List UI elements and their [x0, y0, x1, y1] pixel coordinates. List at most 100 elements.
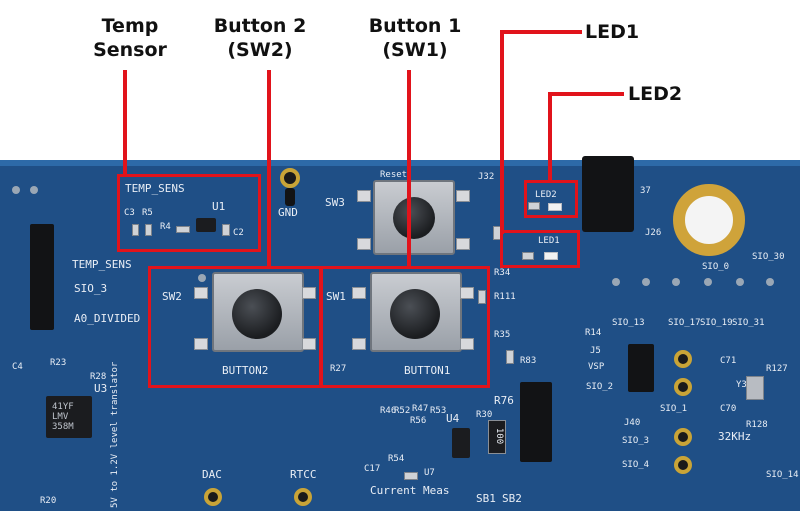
silk-r53: R53 — [430, 406, 447, 416]
reset-button-body[interactable] — [373, 180, 455, 255]
callout-line-led2-v — [548, 92, 552, 182]
silk-r34: R34 — [494, 268, 511, 278]
highlight-led1 — [500, 230, 580, 268]
silk-sio-19: SIO_19 — [700, 318, 733, 328]
silk-r46: R46 — [380, 406, 397, 416]
silk-r54: R54 — [388, 454, 405, 464]
silk-button1: BUTTON1 — [404, 364, 451, 377]
silk-u3: U3 — [94, 382, 108, 395]
silk-r30: R30 — [476, 410, 493, 420]
dac-pad — [204, 488, 222, 506]
solder-pad — [302, 287, 316, 299]
solder-pad — [460, 287, 474, 299]
gnd-post — [285, 188, 295, 206]
mounting-hole — [673, 184, 745, 256]
solder-pad — [302, 338, 316, 350]
sio-pin — [672, 278, 680, 286]
silk-r47: R47 — [412, 404, 429, 414]
header-left — [30, 224, 54, 330]
silk-sb2: SB2 — [502, 492, 522, 505]
silk-sio-4: SIO_4 — [622, 460, 650, 470]
callout-line-temp-sensor — [123, 70, 127, 176]
callout-temp-sensor-line2: Sensor — [93, 39, 167, 61]
solder-pad — [357, 238, 371, 250]
silk-r76: R76 — [494, 394, 514, 407]
silk-sio-31: SIO_31 — [732, 318, 765, 328]
silk-sio-14: SIO_14 — [766, 470, 799, 480]
sio-pin — [704, 278, 712, 286]
button2-body[interactable] — [212, 272, 304, 352]
silk-j32: J32 — [478, 172, 495, 182]
crystal-y3 — [746, 376, 764, 400]
header-two-pin — [582, 156, 634, 232]
silk-gnd: GND — [278, 206, 298, 219]
callout-button2: Button 2 (SW2) — [205, 14, 315, 62]
silk-sio-13: SIO_13 — [612, 318, 645, 328]
silk-sio-0: SIO_0 — [702, 262, 730, 272]
silk-resistor-100: 100 — [494, 427, 505, 445]
silk-r52: R52 — [394, 406, 411, 416]
silk-c17: C17 — [364, 464, 381, 474]
solder-pad — [357, 190, 371, 202]
silk-chip-mark: 41YF LMV 358M — [52, 402, 74, 432]
silk-button2: BUTTON2 — [222, 364, 269, 377]
silk-r127: R127 — [766, 364, 788, 374]
silk-sb1: SB1 — [476, 492, 496, 505]
silk-j26: J26 — [645, 228, 662, 238]
silk-a0-divided: A0_DIVIDED — [74, 312, 141, 325]
smd-part — [132, 224, 139, 236]
solder-pad — [352, 287, 366, 299]
silk-led1: LED1 — [538, 236, 560, 246]
smd-part — [506, 350, 514, 364]
callout-button2-line2: (SW2) — [227, 39, 293, 61]
silk-sio-17: SIO_17 — [668, 318, 701, 328]
smd-part — [404, 472, 418, 480]
led1-component — [544, 252, 558, 260]
silk-32khz: 32KHz — [718, 430, 752, 443]
silk-u4: U4 — [446, 412, 460, 425]
solder-pad — [352, 338, 366, 350]
reset-button-cap[interactable] — [393, 197, 435, 239]
silk-u1: U1 — [212, 200, 226, 213]
u4-chip — [452, 428, 470, 458]
silk-c3: C3 — [124, 208, 135, 218]
sio-pin — [736, 278, 744, 286]
led2-component — [548, 203, 562, 211]
callout-button1: Button 1 (SW1) — [360, 14, 470, 62]
solder-pad — [456, 190, 470, 202]
silk-u7: U7 — [424, 468, 435, 478]
sio-pin — [766, 278, 774, 286]
button2-cap[interactable] — [232, 289, 282, 339]
sio-pin — [642, 278, 650, 286]
silk-r5: R5 — [142, 208, 153, 218]
callout-button2-line1: Button 2 — [213, 15, 307, 37]
button1-cap[interactable] — [390, 289, 440, 339]
silk-led2: LED2 — [535, 190, 557, 200]
silk-r111: R111 — [494, 292, 516, 302]
silk-vsp: VSP — [588, 362, 605, 372]
solder-pad — [460, 338, 474, 350]
silk-sio-2: SIO_2 — [586, 382, 614, 392]
resistor-100: 100 — [488, 420, 506, 454]
opamp-chip — [46, 396, 92, 438]
callout-led2: LED2 — [628, 83, 683, 105]
sio-4-pad — [674, 456, 692, 474]
callout-button1-line2: (SW1) — [382, 39, 448, 61]
pcb-board-edge — [0, 160, 800, 166]
silk-dac: DAC — [202, 468, 222, 481]
silk-sw3: SW3 — [325, 196, 345, 209]
highlight-temp-sensor — [117, 174, 261, 252]
temp-sensor-chip — [196, 218, 216, 232]
header-current — [520, 382, 552, 462]
silk-temp-sens-left: TEMP_SENS — [72, 258, 132, 271]
smd-part — [528, 202, 540, 210]
via — [198, 274, 206, 282]
gnd-test-point — [280, 168, 300, 188]
silk-r20: R20 — [40, 496, 57, 506]
button1-body[interactable] — [370, 272, 462, 352]
silk-sio-1: SIO_1 — [660, 404, 688, 414]
callout-line-button1 — [407, 70, 411, 268]
sio-1-pad — [674, 350, 692, 368]
silk-j5: J5 — [590, 346, 601, 356]
solder-pad — [194, 287, 208, 299]
